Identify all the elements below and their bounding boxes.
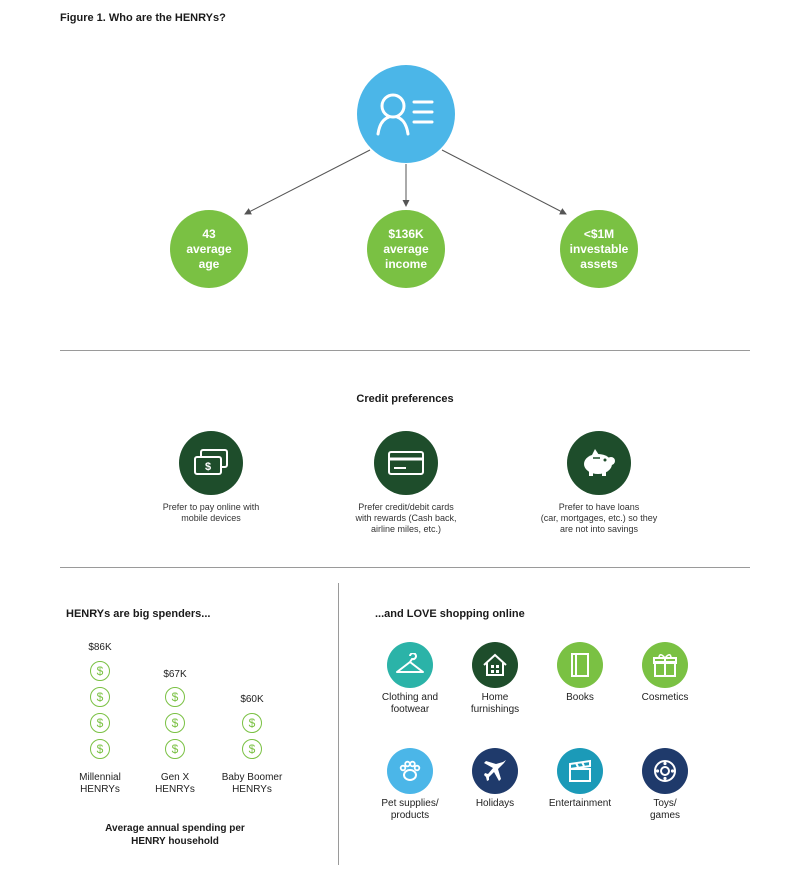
stat-average-income: $136K average income bbox=[367, 210, 445, 288]
stat-age-text: 43 average age bbox=[186, 226, 232, 271]
shopping-title: ...and LOVE shopping online bbox=[375, 608, 525, 620]
hierarchy-diagram bbox=[244, 65, 567, 215]
airplane-icon bbox=[472, 748, 518, 794]
user-list-icon bbox=[357, 65, 455, 163]
label-entertainment: Entertainment bbox=[548, 798, 612, 809]
label-millennial: Millennial HENRYs bbox=[79, 772, 121, 795]
credit-text-cards: Prefer credit/debit cards with rewards (… bbox=[355, 502, 457, 534]
label-genx: Gen X HENRYs bbox=[155, 772, 195, 795]
label-cosmetics: Cosmetics bbox=[641, 692, 689, 703]
label-toys: Toys/ games bbox=[649, 798, 680, 821]
amount-millennial: $86K bbox=[88, 642, 112, 653]
dollar-coin-icon: $ bbox=[242, 713, 262, 733]
dollar-coin-icon: $ bbox=[90, 739, 110, 759]
spending-caption: Average annual spending per HENRY househ… bbox=[105, 823, 245, 847]
credit-card-icon bbox=[374, 431, 438, 495]
svg-text:$: $ bbox=[205, 461, 211, 473]
credit-title: Credit preferences bbox=[356, 393, 454, 405]
house-icon bbox=[472, 642, 518, 688]
gift-icon bbox=[642, 642, 688, 688]
amount-genx: $67K bbox=[163, 669, 187, 680]
label-clothing: Clothing and footwear bbox=[381, 692, 439, 715]
dollar-coin-icon: $ bbox=[90, 661, 110, 681]
stat-income-text: $136K average income bbox=[383, 226, 429, 271]
dollar-coin-icon: $ bbox=[242, 739, 262, 759]
dollar-coin-icon: $ bbox=[165, 739, 185, 759]
figure-title: Figure 1. Who are the HENRYs? bbox=[60, 12, 226, 24]
divider-top bbox=[60, 350, 750, 351]
toy-icon bbox=[642, 748, 688, 794]
piggy-bank-icon bbox=[567, 431, 631, 495]
hanger-icon bbox=[387, 642, 433, 688]
paw-icon bbox=[387, 748, 433, 794]
arrow-to-age bbox=[244, 149, 371, 215]
cash-icon: $ bbox=[179, 431, 243, 495]
spenders-title: HENRYs are big spenders... bbox=[66, 608, 211, 620]
dollar-coin-icon: $ bbox=[165, 713, 185, 733]
credit-text-loans: Prefer to have loans (car, mortgages, et… bbox=[540, 502, 658, 534]
stat-investable-assets: <$1M investable assets bbox=[560, 210, 638, 288]
label-home: Home furnishings bbox=[470, 692, 520, 715]
label-holidays: Holidays bbox=[475, 798, 515, 809]
clapperboard-icon bbox=[557, 748, 603, 794]
divider-middle bbox=[60, 567, 750, 568]
amount-boomer: $60K bbox=[240, 694, 264, 705]
book-icon bbox=[557, 642, 603, 688]
arrow-to-assets bbox=[441, 149, 567, 215]
divider-vertical bbox=[338, 583, 339, 865]
dollar-coin-icon: $ bbox=[90, 713, 110, 733]
dollar-coin-icon: $ bbox=[165, 687, 185, 707]
dollar-coin-icon: $ bbox=[90, 687, 110, 707]
label-books: Books bbox=[566, 692, 594, 703]
label-pet: Pet supplies/ products bbox=[381, 798, 439, 821]
stat-assets-text: <$1M investable assets bbox=[569, 226, 629, 271]
stat-average-age: 43 average age bbox=[170, 210, 248, 288]
label-boomer: Baby Boomer HENRYs bbox=[221, 772, 283, 795]
credit-text-mobile: Prefer to pay online with mobile devices bbox=[162, 502, 260, 523]
